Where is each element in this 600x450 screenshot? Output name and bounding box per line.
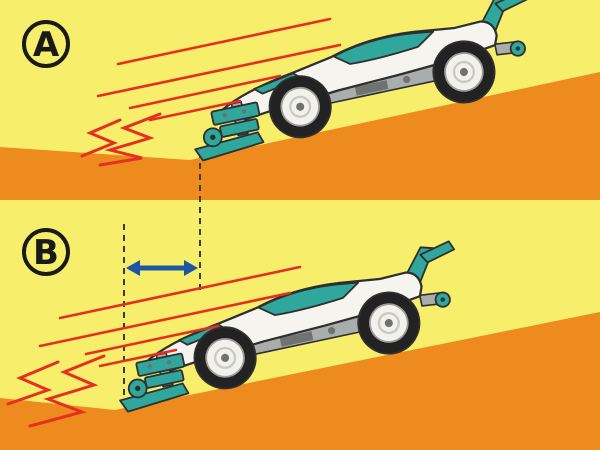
panel-a-label: A xyxy=(22,20,70,68)
speed-line xyxy=(128,74,282,110)
impact-marks-a xyxy=(80,112,162,167)
speed-line xyxy=(116,17,332,66)
impact-zigzag xyxy=(28,354,106,428)
distance-arrow-head-left xyxy=(126,260,140,276)
distance-arrow xyxy=(126,260,198,276)
speed-line xyxy=(148,99,242,122)
label-circle-b xyxy=(22,228,70,276)
speed-line xyxy=(98,348,178,368)
speed-line xyxy=(38,291,292,348)
impact-zigzag xyxy=(80,118,122,158)
speed-line xyxy=(96,43,342,98)
label-circle-a xyxy=(22,20,70,68)
speed-lines-a xyxy=(96,17,342,122)
impact-marks-b xyxy=(6,354,106,428)
speed-lines-b xyxy=(38,265,302,368)
panel-b-slope-ground xyxy=(0,312,600,450)
impact-zigzag xyxy=(98,112,162,167)
panel-a-slope-ground xyxy=(0,72,600,200)
label-letter-b: B xyxy=(33,233,59,273)
label-letter-a: A xyxy=(33,25,60,65)
speed-line xyxy=(58,265,302,320)
speed-line xyxy=(84,324,220,356)
distance-arrow-head-right xyxy=(184,260,198,276)
panel-b-label: B xyxy=(22,228,70,276)
impact-zigzag xyxy=(6,360,60,406)
